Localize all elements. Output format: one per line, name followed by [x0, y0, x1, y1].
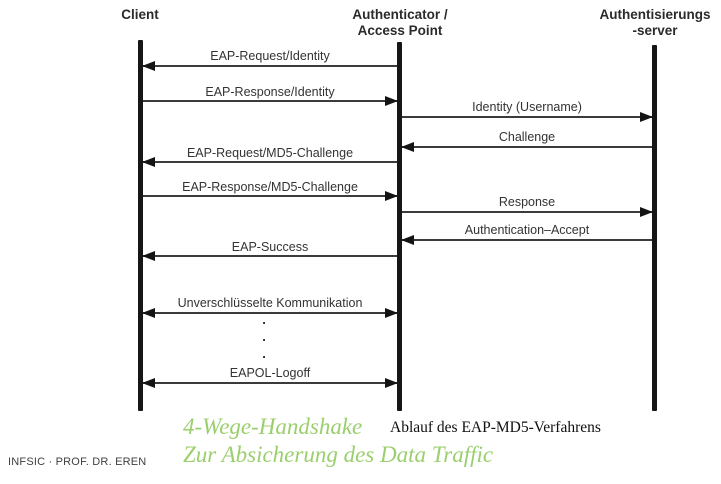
arrowhead-left-icon	[142, 250, 155, 261]
message-arrow-eap-success	[142, 250, 397, 261]
message-label-eap-success: EAP-Success	[231, 240, 309, 254]
message-arrow-authentication-accept	[401, 234, 652, 245]
continuation-dot: .	[262, 346, 266, 361]
caption-handshake-line1: 4-Wege-Handshake	[183, 414, 363, 439]
footer-credit: INFSIC · PROF. DR. EREN	[8, 456, 147, 468]
arrowhead-right-icon	[385, 95, 398, 106]
message-label-eap-request-identity: EAP-Request/Identity	[210, 49, 330, 63]
message-label-eap-response-identity: EAP-Response/Identity	[205, 85, 335, 99]
arrowhead-right-icon	[640, 111, 653, 122]
message-label-challenge: Challenge	[498, 130, 556, 144]
actor-server-line1: Authentisierungs	[599, 7, 711, 22]
arrowhead-left-icon	[401, 141, 414, 152]
actor-server-line2: -server	[632, 23, 678, 38]
message-label-eap-request-md5-challenge: EAP-Request/MD5-Challenge	[186, 146, 354, 160]
arrowhead-left-icon	[142, 377, 155, 388]
continuation-dot: .	[262, 312, 266, 327]
arrowhead-right-icon	[640, 206, 653, 217]
lifeline-server	[652, 45, 657, 411]
message-arrow-eap-response-identity	[143, 95, 398, 106]
lifeline-authenticator	[397, 42, 402, 411]
arrowhead-right-icon	[385, 307, 398, 318]
message-label-eap-response-md5-challenge: EAP-Response/MD5-Challenge	[182, 180, 358, 194]
arrowhead-right-icon	[385, 190, 398, 201]
actor-label-authenticator: Authenticator / Access Point	[325, 7, 475, 39]
message-arrow-eap-request-md5-challenge	[142, 156, 397, 167]
continuation-dots: . . .	[254, 311, 274, 362]
actor-authenticator-line1: Authenticator /	[352, 7, 448, 22]
actor-client-text: Client	[121, 7, 159, 22]
arrowhead-left-icon	[142, 307, 155, 318]
arrowhead-left-icon	[401, 234, 414, 245]
message-arrow-response	[402, 206, 653, 217]
message-arrow-identity-username	[402, 111, 653, 122]
message-arrow-eap-response-md5-challenge	[143, 190, 398, 201]
message-label-identity-username: Identity (Username)	[472, 100, 582, 114]
message-arrow-challenge	[401, 141, 652, 152]
arrowhead-left-icon	[142, 156, 155, 167]
lifeline-client	[138, 40, 143, 411]
actor-label-server: Authentisierungs -server	[580, 7, 721, 39]
actor-authenticator-line2: Access Point	[357, 23, 443, 38]
message-label-authentication-accept: Authentication–Accept	[464, 223, 590, 237]
message-label-eapol-logoff: EAPOL-Logoff	[229, 366, 311, 380]
arrowhead-left-icon	[142, 60, 155, 71]
arrowhead-right-icon	[385, 377, 398, 388]
caption-handshake-line2: Zur Absicherung des Data Traffic	[183, 442, 494, 467]
message-arrow-eapol-logoff	[142, 377, 398, 388]
actor-label-client: Client	[90, 7, 190, 23]
message-arrow-unverschluesselte-kommunikation	[142, 307, 398, 318]
message-label-response: Response	[498, 195, 556, 209]
caption-diagram-title: Ablauf des EAP-MD5-Verfahrens	[390, 419, 601, 436]
message-arrow-eap-request-identity	[142, 60, 397, 71]
message-label-unverschluesselte-kommunikation: Unverschlüsselte Kommunikation	[177, 296, 363, 310]
continuation-dot: .	[262, 329, 266, 344]
